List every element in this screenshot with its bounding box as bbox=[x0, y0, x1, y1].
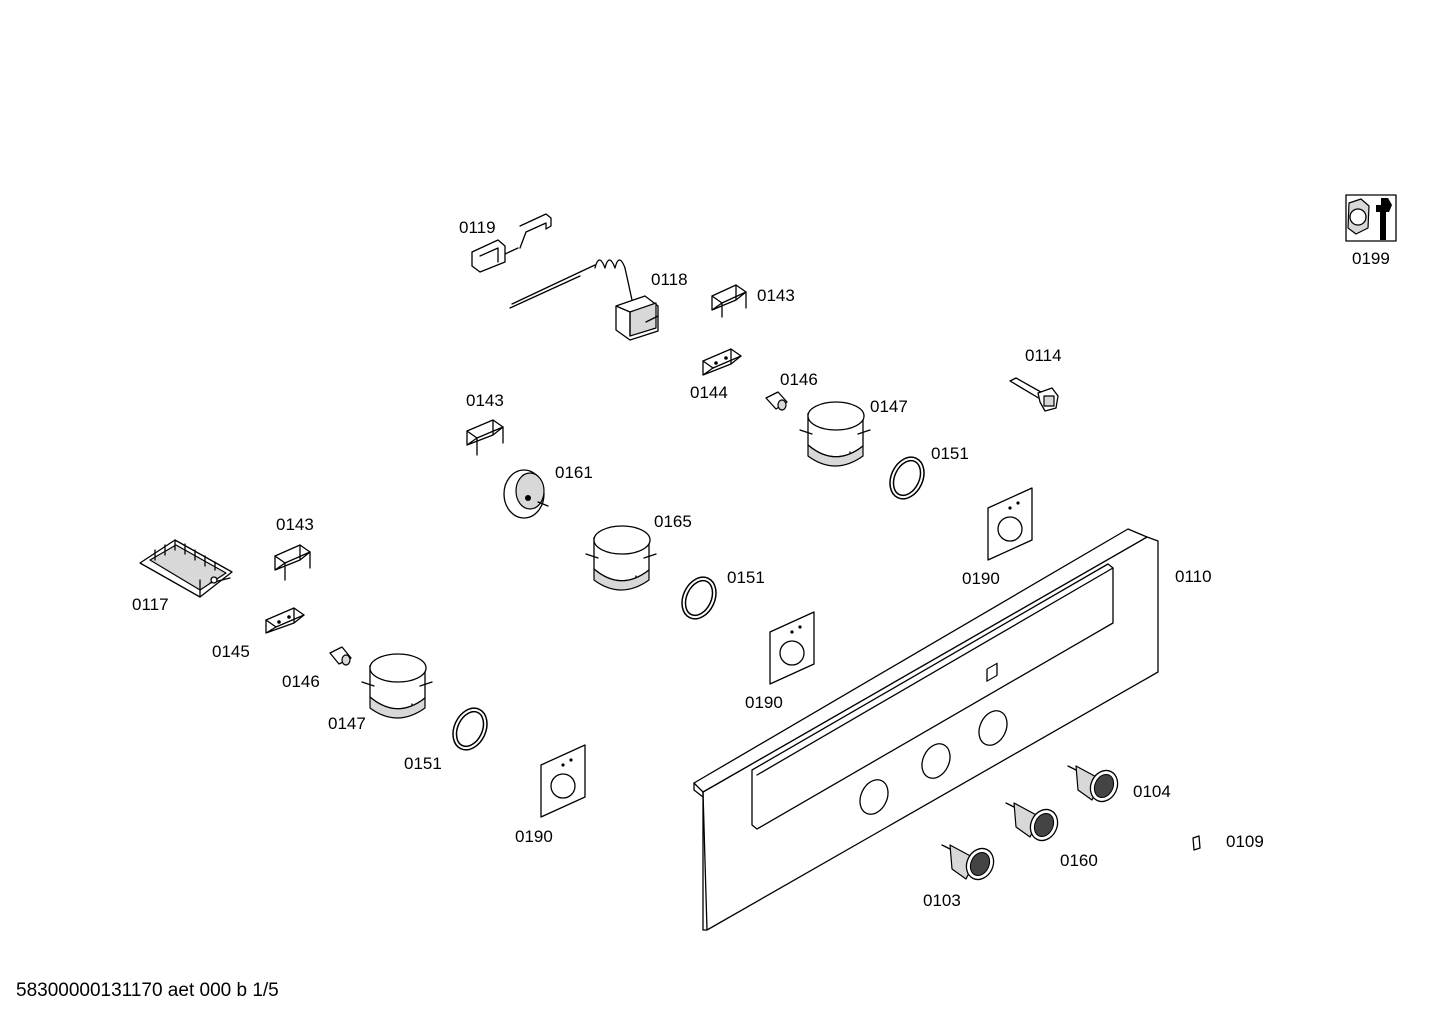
lamp-part-0146-left[interactable] bbox=[329, 646, 352, 666]
part-label-0143-left[interactable]: 0143 bbox=[276, 515, 314, 534]
document-id-footer: 58300000131170 aet 000 b 1/5 bbox=[16, 980, 279, 1001]
clip-part-0143-left[interactable] bbox=[274, 544, 311, 581]
knob-part-0103[interactable] bbox=[941, 844, 999, 884]
part-label-0147-left[interactable]: 0147 bbox=[328, 714, 366, 733]
part-label-0118[interactable]: 0118 bbox=[651, 270, 688, 289]
part-label-0110[interactable]: 0110 bbox=[1175, 567, 1212, 586]
clip-part-0143-top[interactable] bbox=[711, 284, 747, 318]
part-label-0146-top[interactable]: 0146 bbox=[780, 370, 818, 389]
part-label-0190-left[interactable]: 0190 bbox=[515, 827, 553, 846]
part-label-0165[interactable]: 0165 bbox=[654, 512, 692, 531]
knob-sleeve-part-0165[interactable] bbox=[585, 525, 657, 591]
part-label-0103[interactable]: 0103 bbox=[923, 891, 961, 910]
selector-switch-part-0117[interactable] bbox=[139, 539, 233, 598]
part-label-0151-top[interactable]: 0151 bbox=[931, 444, 969, 463]
knob-sleeve-part-0147-left[interactable] bbox=[361, 653, 433, 719]
part-label-0109[interactable]: 0109 bbox=[1226, 832, 1264, 851]
part-label-0190-middle[interactable]: 0190 bbox=[745, 693, 783, 712]
part-label-0147-top[interactable]: 0147 bbox=[870, 397, 908, 416]
part-label-0114[interactable]: 0114 bbox=[1025, 346, 1062, 365]
control-panel-part-0110[interactable] bbox=[693, 528, 1159, 931]
label-sticker-part-0190-left[interactable] bbox=[540, 744, 586, 818]
part-label-0143-middle[interactable]: 0143 bbox=[466, 391, 504, 410]
label-sticker-part-0190-middle[interactable] bbox=[769, 611, 815, 685]
clip-part-0143-middle[interactable] bbox=[466, 419, 504, 456]
part-label-0160[interactable]: 0160 bbox=[1060, 851, 1098, 870]
lamp-holder-part-0114[interactable] bbox=[1009, 377, 1059, 412]
small-part-0109[interactable] bbox=[1192, 835, 1201, 851]
thermostat-part-0118[interactable] bbox=[509, 259, 659, 341]
ring-part-0151-top[interactable] bbox=[886, 454, 928, 502]
label-sticker-part-0190-right[interactable] bbox=[987, 487, 1033, 561]
ring-part-0151-left[interactable] bbox=[449, 705, 491, 753]
part-label-0146-left[interactable]: 0146 bbox=[282, 672, 320, 691]
switch-part-0161[interactable] bbox=[503, 469, 549, 519]
knob-part-0160[interactable] bbox=[1005, 802, 1063, 845]
part-label-0151-middle[interactable]: 0151 bbox=[727, 568, 765, 587]
wrench-nut-icon[interactable] bbox=[1345, 194, 1397, 242]
ring-part-0151-middle[interactable] bbox=[678, 574, 720, 622]
part-label-0104[interactable]: 0104 bbox=[1133, 782, 1171, 801]
bracket-part-0144[interactable] bbox=[702, 348, 742, 376]
part-label-0151-left[interactable]: 0151 bbox=[404, 754, 442, 773]
part-label-0161[interactable]: 0161 bbox=[555, 463, 593, 482]
sensor-bracket-part-0119[interactable] bbox=[471, 213, 552, 273]
bracket-part-0145[interactable] bbox=[265, 607, 305, 634]
part-label-0143-top[interactable]: 0143 bbox=[757, 286, 795, 305]
part-label-0145[interactable]: 0145 bbox=[212, 642, 250, 661]
lamp-part-0146-top[interactable] bbox=[765, 391, 788, 411]
part-label-0199[interactable]: 0199 bbox=[1352, 249, 1390, 268]
part-label-0190-right[interactable]: 0190 bbox=[962, 569, 1000, 588]
part-label-0117[interactable]: 0117 bbox=[132, 595, 169, 614]
part-label-0144[interactable]: 0144 bbox=[690, 383, 728, 402]
part-label-0119[interactable]: 0119 bbox=[459, 218, 496, 237]
knob-part-0104[interactable] bbox=[1067, 765, 1123, 806]
knob-sleeve-part-0147-top[interactable] bbox=[799, 401, 871, 467]
